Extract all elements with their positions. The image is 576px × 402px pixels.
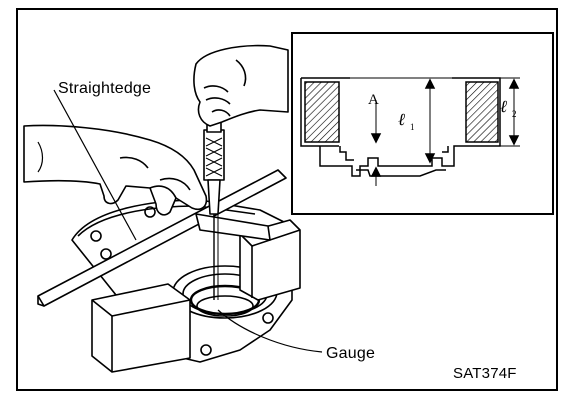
bottom-surface [356,169,446,177]
gauge-label: Gauge [326,345,376,362]
dim-l2-arrow-top [508,78,520,89]
dim-a-arrow-down [370,133,382,144]
gauge-leader [217,309,323,353]
dimension-l1-label: ℓ [398,110,406,129]
right-wall-outline [452,77,501,147]
left-wall-hatched [304,81,340,143]
right-wall-hatched [465,81,499,143]
dimension-a-label: A [368,92,379,108]
straightedge-bar [37,169,287,307]
dim-a-arrow-up [370,166,382,177]
left-step [339,146,354,161]
dim-l1-arrow-top [424,78,436,89]
dimension-l2-label: ℓ [500,97,508,116]
upper-hand [193,44,289,127]
left-hand [23,124,208,216]
figure-code: SAT374F [453,365,517,382]
dim-l2-arrow-bottom [508,135,520,146]
gauge-block-front [91,283,191,373]
left-wall-outline [300,77,350,147]
gauge-block-rear [239,219,301,301]
dimension-l1-subscript: 1 [410,122,415,132]
dim-l1-arrow-bottom [424,153,436,164]
dimension-l2-subscript: 2 [512,109,517,119]
straightedge-label: Straightedge [58,80,152,97]
inner-profile [319,145,466,177]
straightedge-leader [53,89,137,241]
right-step [442,146,449,153]
cross-section-inset [291,32,554,215]
main-illustration [23,44,323,373]
